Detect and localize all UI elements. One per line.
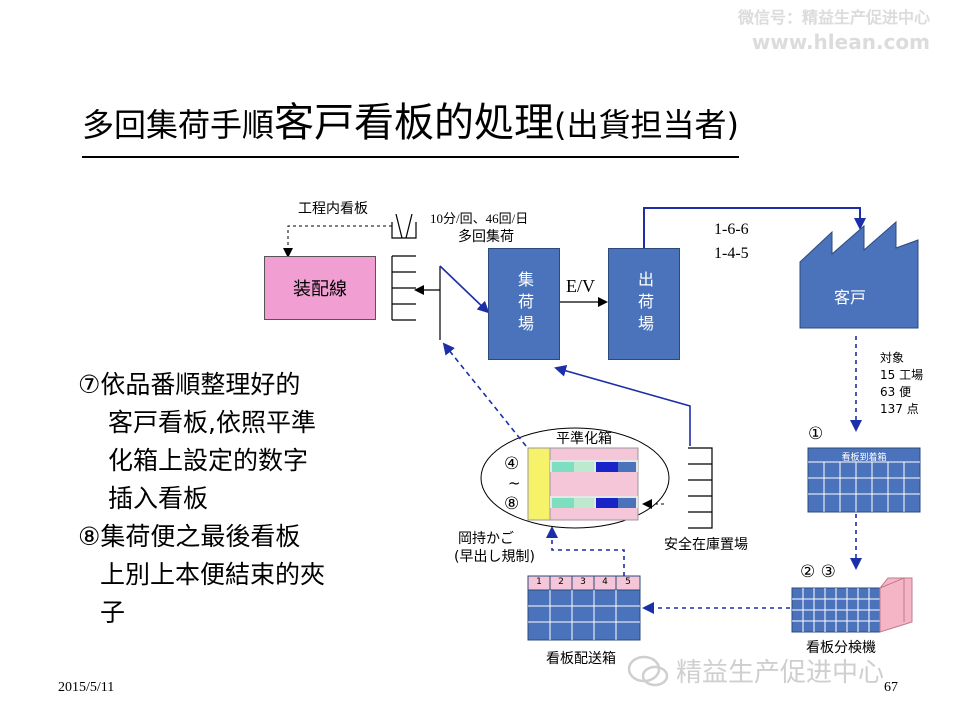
target-plants: 15 工場 xyxy=(880,368,924,382)
arrival-box-grid xyxy=(807,447,921,513)
shipping-area-box: 出荷場 xyxy=(608,248,680,360)
ev-label: E/V xyxy=(566,276,595,296)
step8-marker: ⑧ xyxy=(504,494,520,514)
assembly-line-label: 装配線 xyxy=(293,279,347,300)
early-rule-label: (早出し規制) xyxy=(454,549,535,565)
step23-marker: ② ③ xyxy=(800,562,836,582)
target-trips: 63 便 xyxy=(880,385,912,399)
title-part3: (出貨担当者) xyxy=(554,106,739,144)
leveling-box-label: 平準化箱 xyxy=(556,431,612,447)
note-line: 子 xyxy=(100,598,126,627)
factory-icon xyxy=(799,220,919,329)
page-number: 67 xyxy=(884,680,898,695)
target-stats: 対象 15 工場 63 便 137 点 xyxy=(880,350,923,418)
watermark: 微信号：精益生产促进中心 www.hlean.com xyxy=(738,6,930,54)
frequency-label: 10分/回、46回/日 xyxy=(430,211,529,226)
delivery-box-label: 看板配送箱 xyxy=(546,651,616,667)
note-line: 插入看板 xyxy=(108,484,209,513)
note-line: 化箱上設定的数字 xyxy=(108,446,309,475)
note-line: ⑦依品番順整理好的 xyxy=(78,370,301,399)
route-code: 1-6-6 xyxy=(714,221,749,238)
customer-label: 客戸 xyxy=(834,288,867,307)
step1-marker: ① xyxy=(808,424,824,444)
delivery-box-numbers: 1 2 3 4 5 xyxy=(528,577,640,587)
collection-area-box: 集荷場 xyxy=(488,248,560,360)
kanban-post-icon xyxy=(391,213,417,239)
note-line: 上別上本便結束的夾 xyxy=(100,560,326,589)
collection-area-label: 集荷場 xyxy=(515,271,534,337)
slot-number: 2 xyxy=(558,577,564,587)
sorter-label: 看板分検機 xyxy=(806,640,876,656)
arrival-box-label: 看板到着箱 xyxy=(841,453,887,463)
shipping-area-label: 出荷場 xyxy=(635,271,654,337)
slide-title: 多回集荷手順客戸看板的処理(出貨担当者) xyxy=(82,100,739,158)
delivery-box-grid xyxy=(527,575,641,641)
holding-cage-label: 岡持かご xyxy=(458,531,514,547)
leveling-box xyxy=(527,447,639,521)
sorter-machine-icon xyxy=(791,577,913,633)
note-line: 客戸看板,依照平準 xyxy=(108,408,316,437)
route-code: 1-4-5 xyxy=(714,245,749,262)
process-notes: ⑦依品番順整理好的 客戸看板,依照平準 化箱上設定的数字 插入看板 ⑧集荷便之最… xyxy=(78,366,325,632)
assembly-line-box: 装配線 xyxy=(264,256,376,320)
cage-line xyxy=(546,526,625,576)
target-title: 対象 xyxy=(880,351,905,365)
title-part1: 多回集荷手順 xyxy=(82,106,275,144)
safety-stock-label: 安全在庫置場 xyxy=(664,537,748,553)
pickup-arrow xyxy=(439,265,490,314)
slot-number: 1 xyxy=(536,577,542,587)
kanban-return-line xyxy=(442,342,527,447)
kanban-label: 工程内看板 xyxy=(298,201,368,217)
watermark-url: www.hlean.com xyxy=(751,30,930,54)
safety-stock-shelf-icon xyxy=(688,447,713,529)
footer-brand-watermark: 精益生产促进中心 xyxy=(676,658,885,688)
title-part2: 客戸看板的処理 xyxy=(274,100,555,146)
step4-marker: ④ xyxy=(504,454,520,474)
slot-number: 3 xyxy=(580,577,586,587)
wechat-icon xyxy=(627,655,669,687)
leveling-area-outline xyxy=(480,427,670,529)
parts-shelf-icon xyxy=(391,255,416,321)
delivery-route-line xyxy=(643,207,866,248)
stock-transfer-line xyxy=(554,364,691,446)
range-tilde: ~ xyxy=(508,474,521,492)
kanban-flow-line xyxy=(283,225,392,258)
slot-number: 5 xyxy=(625,577,631,587)
target-points: 137 点 xyxy=(880,402,919,416)
watermark-wechat: 微信号：精益生产促进中心 xyxy=(737,8,930,27)
route-codes: 1-6-6 1-4-5 xyxy=(714,218,749,266)
footer-date: 2015/5/11 xyxy=(58,680,115,695)
multi-pickup-label: 多回集荷 xyxy=(458,229,514,245)
slot-number: 4 xyxy=(602,577,608,587)
note-line: ⑧集荷便之最後看板 xyxy=(78,522,301,551)
